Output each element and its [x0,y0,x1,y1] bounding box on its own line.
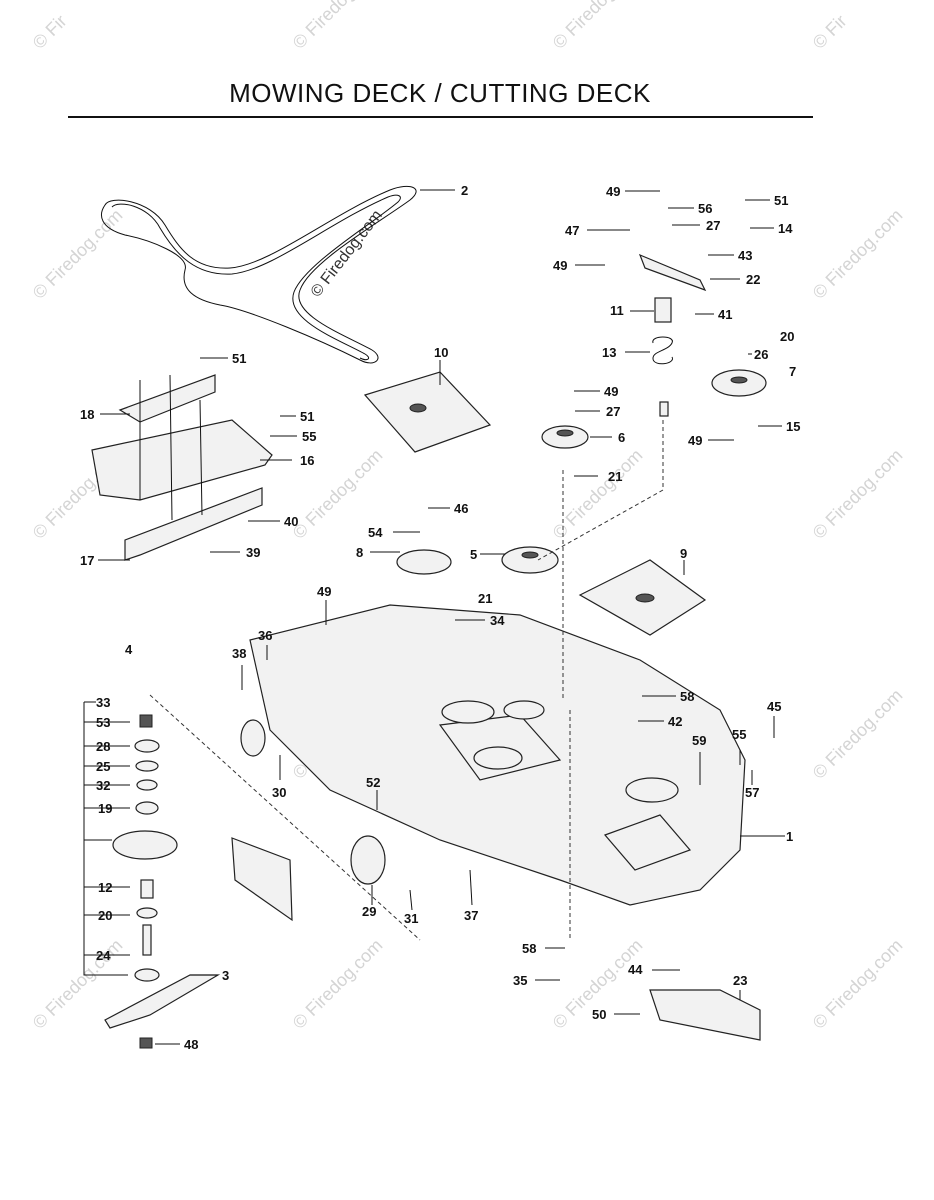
cover-drawings [363,371,707,636]
callout-20-a: 20 [780,329,794,344]
callout-12: 12 [98,880,112,895]
belt-drawing [101,185,417,364]
callout-29: 29 [362,904,376,919]
callout-51-b: 51 [300,409,314,424]
callout-8: 8 [356,545,363,560]
callout-49-d: 49 [688,433,702,448]
callout-14: 14 [778,221,793,236]
leader-lines [98,189,785,1045]
callout-22: 22 [746,272,760,287]
callout-18: 18 [80,407,94,422]
callout-23: 23 [733,973,747,988]
svg-text:© Firedog.com: © Firedog.com [809,935,907,1033]
baffle-drawings [231,837,761,1041]
belt-shield-drawing [91,374,273,561]
callout-59: 59 [692,733,706,748]
callout-57: 57 [745,785,759,800]
callout-43: 43 [738,248,752,263]
callout-3: 3 [222,968,229,983]
svg-text:© Firedog: © Firedog [549,0,619,53]
watermark-layer: © Fir © Firedog © Firedog © Fir © Firedo… [29,0,907,1033]
callout-37: 37 [464,908,478,923]
callout-2: 2 [461,183,468,198]
callout-40: 40 [284,514,298,529]
callout-58-b: 58 [522,941,536,956]
callout-9: 9 [680,546,687,561]
callout-39: 39 [246,545,260,560]
callout-21-a: 21 [608,469,622,484]
callout-24: 24 [96,948,111,963]
callout-30: 30 [272,785,286,800]
callout-20-b: 20 [98,908,112,923]
callout-48: 48 [184,1037,198,1052]
callout-5: 5 [470,547,477,562]
callout-49-a: 49 [606,184,620,199]
callout-56: 56 [698,201,712,216]
callout-27-b: 27 [706,218,720,233]
callout-36: 36 [258,628,272,643]
callout-15: 15 [786,419,800,434]
callout-4: 4 [125,642,133,657]
callout-labels: 1 2 3 4 5 6 7 8 9 10 11 12 13 14 15 16 1… [80,183,800,1052]
svg-text:© Firedog.com: © Firedog.com [29,205,127,303]
callout-58-a: 58 [680,689,694,704]
callout-51-a: 51 [232,351,246,366]
assembly-lines [149,420,664,941]
callout-34: 34 [490,613,505,628]
callout-27-a: 27 [606,404,620,419]
title-rule [68,116,813,118]
callout-42: 42 [668,714,682,729]
callout-51-c: 51 [774,193,788,208]
spindle-drawing [83,701,221,1049]
svg-text:© Fir: © Fir [29,11,71,53]
callout-19: 19 [98,801,112,816]
pulley-drawings [396,369,767,575]
svg-text:© Firedog.com: © Firedog.com [809,205,907,303]
callout-49-b: 49 [553,258,567,273]
callout-50: 50 [592,1007,606,1022]
page-title: MOWING DECK / CUTTING DECK [229,78,651,108]
callout-41: 41 [718,307,732,322]
callout-49-c: 49 [604,384,618,399]
callout-55-b: 55 [732,727,746,742]
callout-7: 7 [789,364,796,379]
callout-21-b: 21 [478,591,492,606]
callout-31: 31 [404,911,418,926]
callout-53: 53 [96,715,110,730]
callout-47: 47 [565,223,579,238]
callout-45: 45 [767,699,781,714]
callout-52: 52 [366,775,380,790]
svg-text:© Fir: © Fir [809,11,851,53]
callout-28: 28 [96,739,110,754]
svg-text:© Firedog.com: © Firedog.com [809,445,907,543]
callout-32: 32 [96,778,110,793]
callout-44: 44 [628,962,643,977]
callout-6: 6 [618,430,625,445]
callout-46: 46 [454,501,468,516]
svg-text:© Firedog: © Firedog [289,0,359,53]
callout-10: 10 [434,345,448,360]
callout-55-a: 55 [302,429,316,444]
svg-text:© Firedog.com: © Firedog.com [289,935,387,1033]
callout-38: 38 [232,646,246,661]
callout-17: 17 [80,553,94,568]
callout-13: 13 [602,345,616,360]
svg-text:© Firedog.com: © Firedog.com [809,685,907,783]
callout-35: 35 [513,973,527,988]
callout-54: 54 [368,525,383,540]
deck-drawing [240,604,746,906]
callout-11: 11 [610,303,624,318]
callout-1: 1 [786,829,793,844]
callout-49-e: 49 [317,584,331,599]
callout-33: 33 [96,695,110,710]
idler-arm-drawing [638,253,707,417]
callout-16: 16 [300,453,314,468]
callout-26: 26 [754,347,768,362]
callout-25: 25 [96,759,110,774]
watermark-belt: © Firedog.com [308,207,386,300]
